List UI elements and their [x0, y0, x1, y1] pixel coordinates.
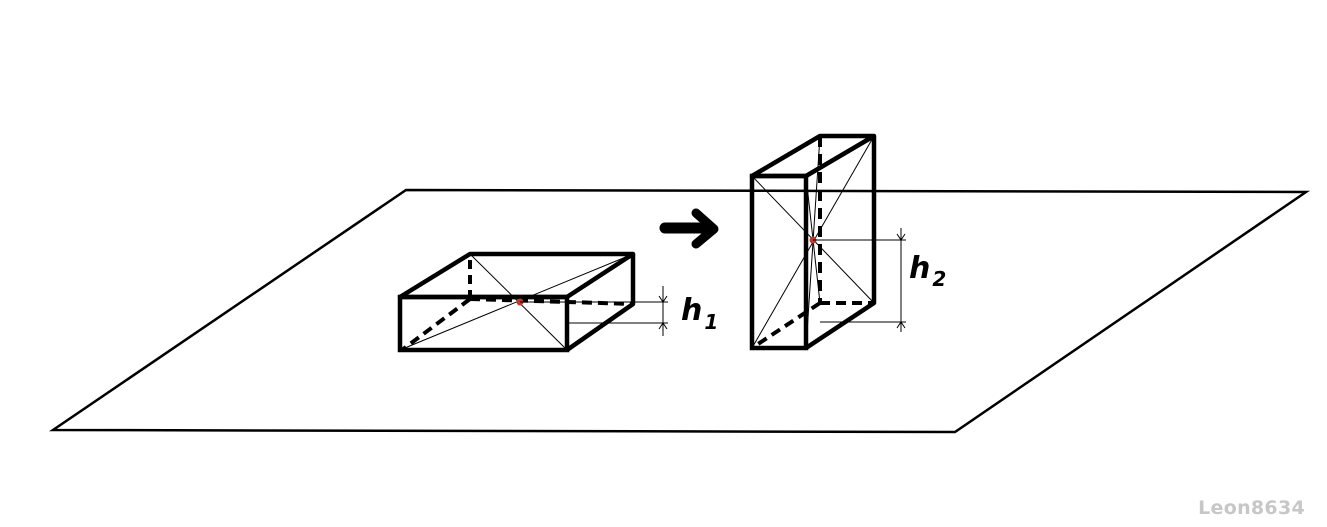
- h1-letter: h: [681, 293, 702, 328]
- ground-plane: [48, 188, 1311, 434]
- right-arrow-icon: [659, 208, 719, 249]
- h1-index: 1: [704, 310, 718, 334]
- lying-box-side-face: [565, 254, 636, 352]
- standing-box-top-face: [749, 133, 877, 179]
- standing-box-side-face: [804, 136, 877, 350]
- standing-box-hidden-edge: [750, 301, 822, 350]
- lying-box-hidden-edge: [400, 297, 472, 352]
- h1-dimension: [520, 286, 668, 336]
- lying-box-top-face: [397, 251, 636, 300]
- h2-dimension: [813, 228, 906, 332]
- h2-letter: h: [909, 251, 930, 286]
- watermark: Leon8634: [1198, 497, 1305, 519]
- standing-box-front-face: [749, 173, 809, 351]
- lying-box-front-face: [397, 294, 570, 353]
- h2-index: 2: [932, 267, 946, 291]
- standing-box: [749, 133, 877, 351]
